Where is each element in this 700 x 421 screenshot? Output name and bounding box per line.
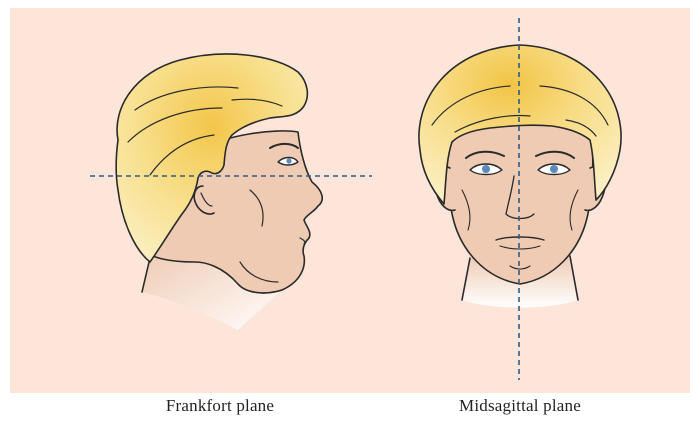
midsagittal-plane-caption: Midsagittal plane [459,396,581,416]
frankfort-plane-caption: Frankfort plane [166,396,274,416]
